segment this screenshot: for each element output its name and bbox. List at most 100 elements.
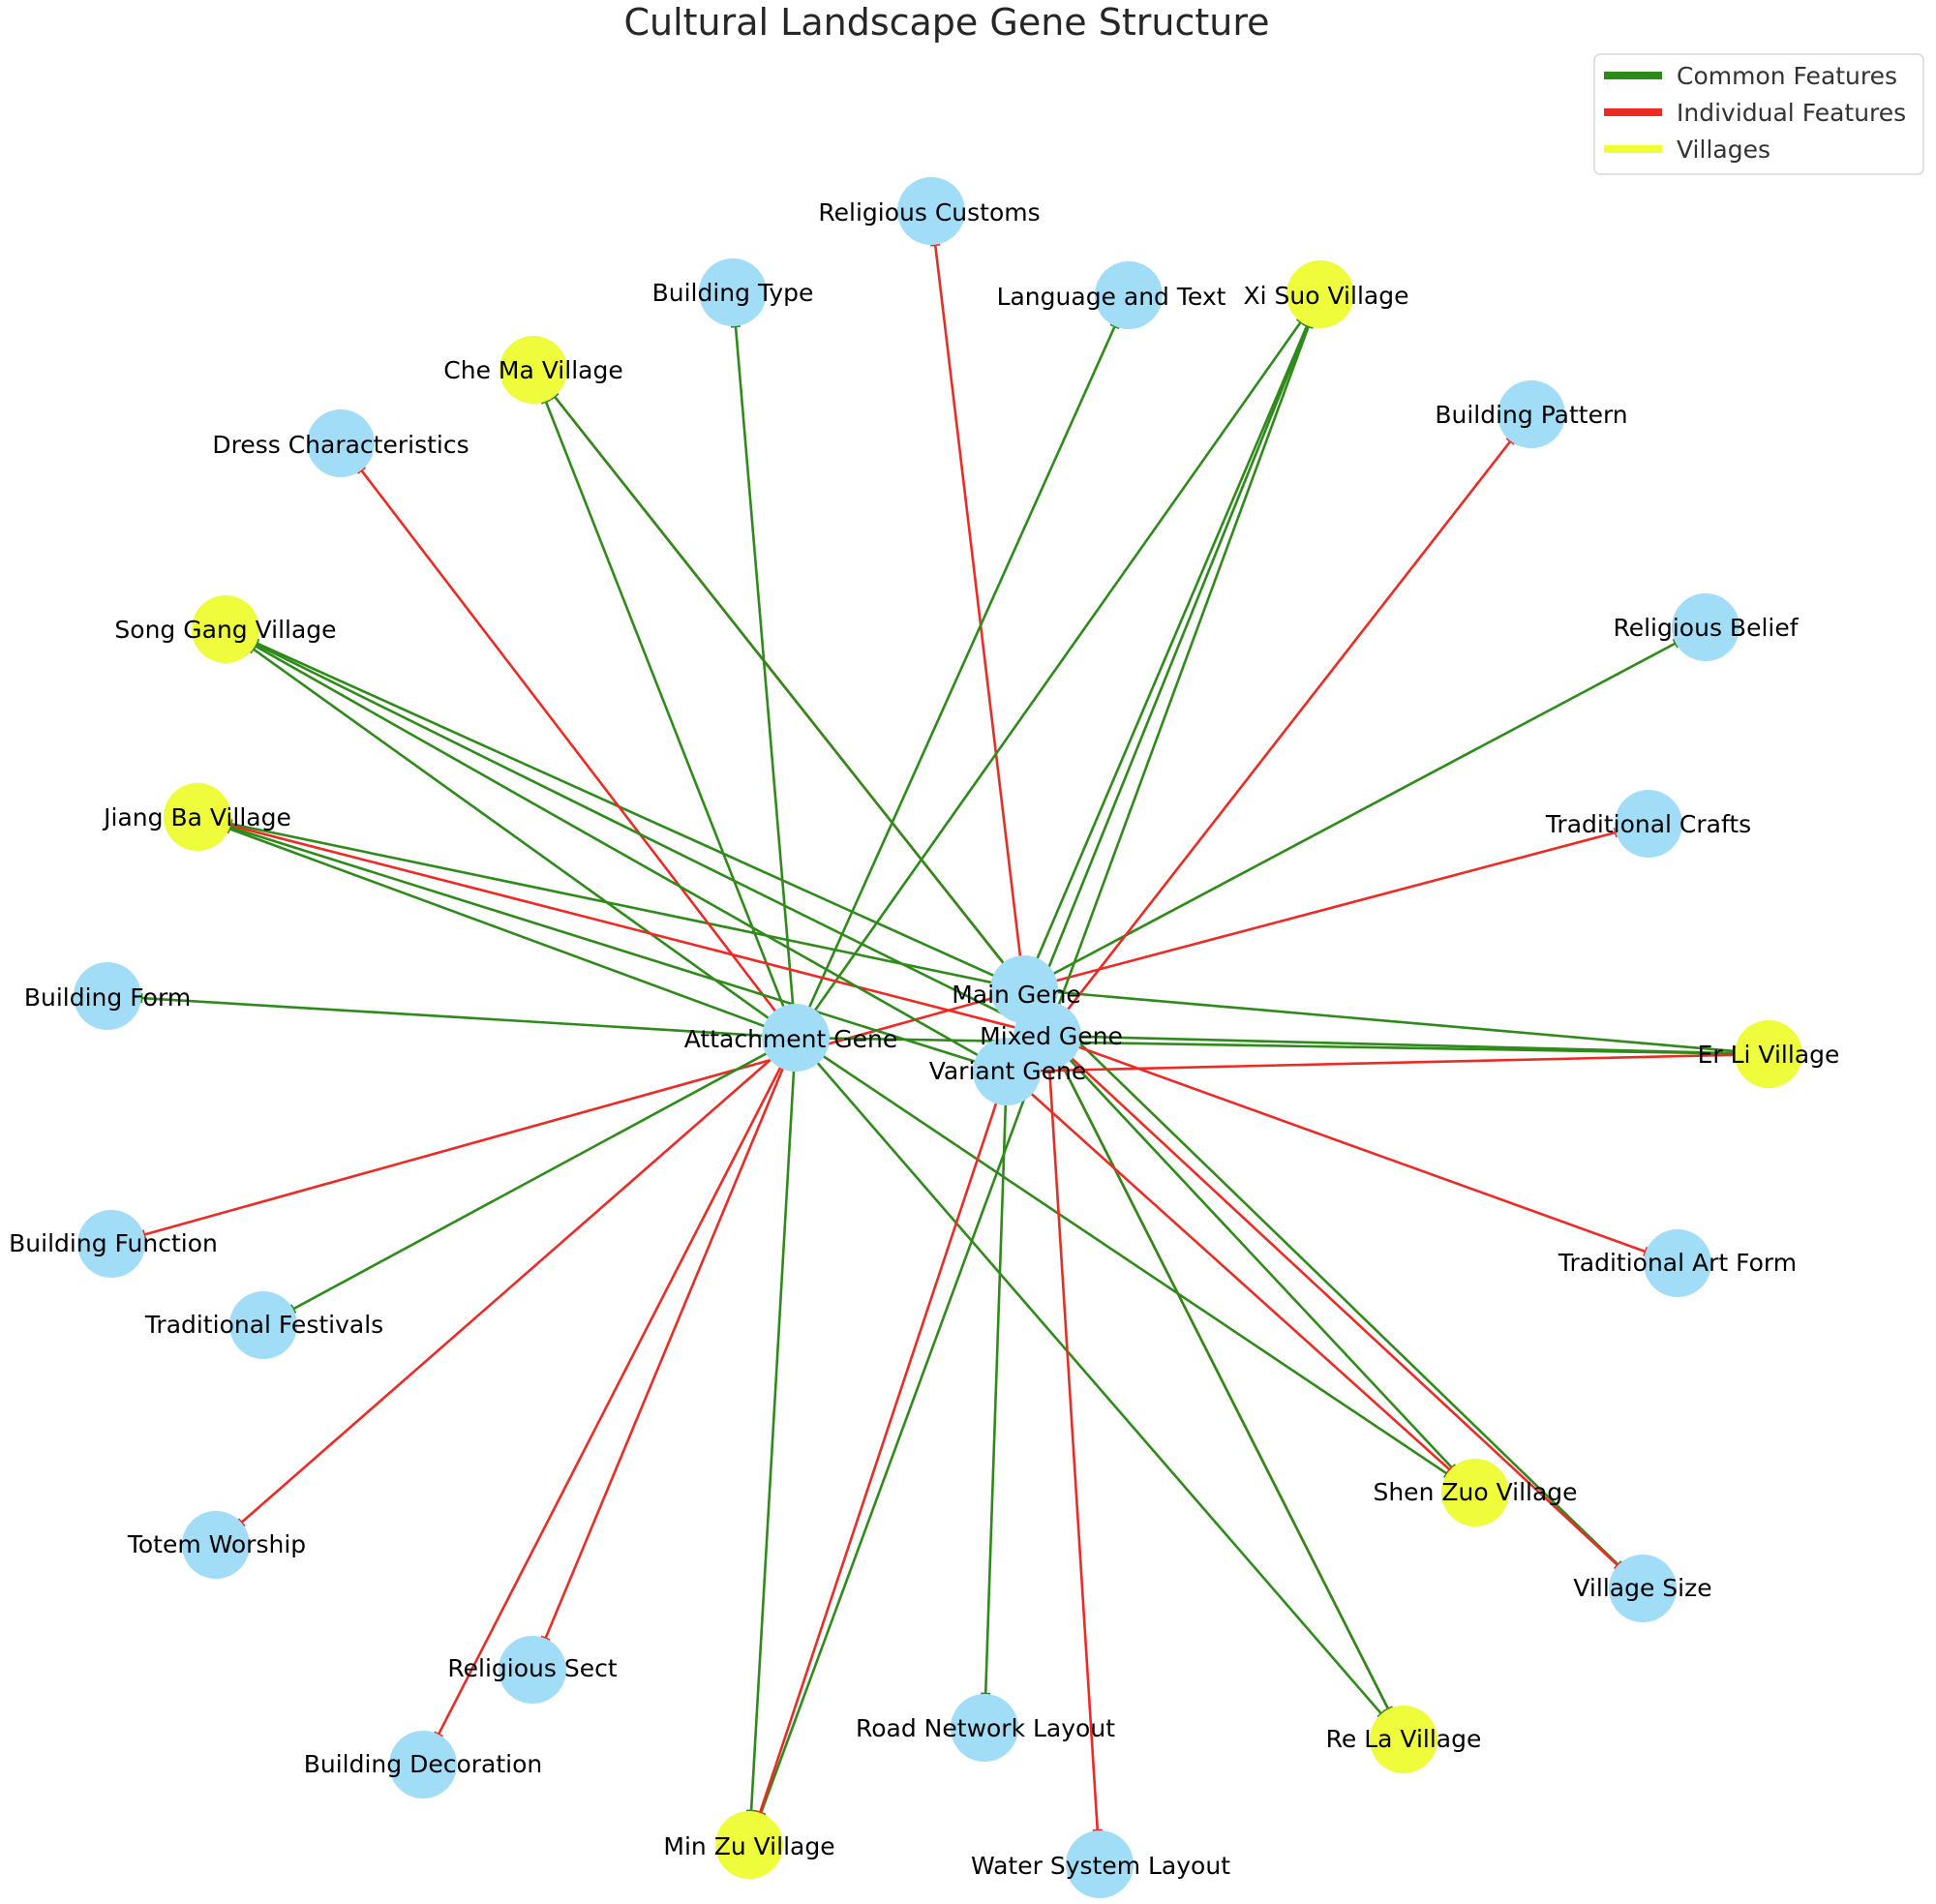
- node-song-gang: [192, 595, 259, 663]
- edge-mixed-to-shen-zuo-common: [1046, 1035, 1476, 1494]
- node-label-xi-suo: Xi Suo Village: [1244, 282, 1409, 310]
- edge-variant-to-shen-zuo-individual: [1006, 1071, 1476, 1494]
- edge-arrowhead: [289, 1304, 297, 1315]
- node-religious-sect: [499, 1636, 566, 1704]
- edge-attachment-to-building-decoration-individual: [421, 1037, 798, 1766]
- node-label-dress: Dress Characteristics: [212, 431, 469, 459]
- edge-mixed-to-min-zu-common: [747, 1035, 1049, 1846]
- node-building-pattern: [1497, 380, 1565, 448]
- legend-label-individual: Individual Features: [1677, 99, 1906, 127]
- edge-attachment-to-er-li-common: [795, 1036, 1770, 1056]
- node-label-re-la: Re La Village: [1326, 1725, 1482, 1753]
- edge-attachment-to-building-type-common: [731, 291, 798, 1039]
- edge-attachment-to-min-zu-common: [747, 1037, 798, 1846]
- edge-mixed-to-er-li-common: [1046, 1034, 1770, 1056]
- node-label-main: Main Gene: [952, 981, 1081, 1009]
- node-label-building-pattern: Building Pattern: [1435, 401, 1627, 429]
- node-label-song-gang: Song Gang Village: [114, 616, 336, 644]
- edge-main-to-religious-customs-individual: [929, 210, 1026, 990]
- edge-main-to-che-ma-common: [531, 369, 1026, 990]
- legend-frame: [1593, 53, 1924, 175]
- node-label-road-network: Road Network Layout: [856, 1714, 1115, 1742]
- edge-attachment-to-building-form-common: [106, 994, 797, 1040]
- node-label-traditional-crafts: Traditional Crafts: [1545, 810, 1751, 838]
- edges-layer: [106, 210, 1770, 1865]
- node-xi-suo: [1286, 260, 1354, 328]
- legend-label-village_legend: Villages: [1677, 136, 1770, 164]
- edge-main-to-building-function-individual: [110, 987, 1025, 1246]
- node-che-ma: [499, 336, 567, 404]
- edge-main-to-jiang-ba-common: [197, 815, 1025, 991]
- edge-main-to-village-size-common: [1023, 988, 1644, 1589]
- node-dress: [307, 409, 375, 477]
- node-label-jiang-ba: Jiang Ba Village: [102, 803, 291, 831]
- edge-mixed-to-village-size-individual: [1046, 1035, 1644, 1589]
- node-totem: [182, 1511, 250, 1579]
- node-variant: [973, 1038, 1041, 1105]
- edge-mixed-to-xi-suo-common: [1045, 293, 1322, 1037]
- edge-variant-to-min-zu-individual: [747, 1071, 1009, 1846]
- node-traditional-art: [1644, 1229, 1711, 1297]
- edge-attachment-to-traditional-festivals-common: [262, 1036, 797, 1327]
- diagram-title: Cultural Landscape Gene Structure: [623, 1, 1269, 44]
- node-religious-belief: [1672, 593, 1739, 661]
- edge-main-to-religious-belief-common: [1023, 625, 1707, 991]
- node-attachment: [762, 1004, 830, 1072]
- edge-mixed-to-building-pattern-individual: [1045, 413, 1533, 1037]
- edge-arrowhead: [1613, 827, 1618, 838]
- edge-arrowhead: [1109, 322, 1120, 330]
- node-label-village-size: Village Size: [1573, 1574, 1711, 1602]
- node-shen-zuo: [1441, 1459, 1509, 1526]
- edge-variant-to-road-network-common: [983, 1071, 1009, 1729]
- edge-main-to-xi-suo-common: [1022, 293, 1322, 990]
- edge-attachment-to-religious-sect-individual: [530, 1037, 798, 1671]
- node-language-text: [1095, 261, 1163, 329]
- node-water-system: [1066, 1830, 1134, 1898]
- node-jiang-ba: [164, 783, 231, 851]
- node-label-che-ma: Che Ma Village: [443, 356, 622, 384]
- node-label-variant: Variant Gene: [929, 1057, 1087, 1085]
- edge-arrowhead: [1505, 437, 1516, 445]
- node-label-religious-sect: Religious Sect: [447, 1654, 617, 1682]
- node-label-min-zu: Min Zu Village: [663, 1832, 834, 1860]
- edge-arrowhead: [930, 242, 941, 247]
- edge-variant-to-song-gang-common: [225, 627, 1008, 1073]
- node-label-traditional-art: Traditional Art Form: [1558, 1249, 1797, 1277]
- node-building-form: [74, 962, 141, 1030]
- edge-variant-to-jiang-ba-common: [197, 815, 1008, 1073]
- edge-attachment-to-xi-suo-common: [794, 293, 1322, 1039]
- node-label-building-type: Building Type: [652, 279, 814, 307]
- edge-main-to-song-gang-common: [225, 627, 1025, 991]
- node-label-building-decoration: Building Decoration: [304, 1750, 543, 1778]
- node-label-attachment: Attachment Gene: [684, 1025, 897, 1053]
- edge-mixed-to-song-gang-common: [225, 627, 1048, 1038]
- legend-label-common: Common Features: [1677, 62, 1897, 90]
- edge-arrowhead: [1445, 1466, 1455, 1475]
- edge-variant-to-er-li-individual: [1006, 1052, 1770, 1073]
- node-building-decoration: [389, 1731, 457, 1798]
- node-religious-customs: [897, 177, 965, 245]
- edge-arrowhead: [1302, 322, 1314, 329]
- edge-mixed-to-re-la-common: [1045, 1035, 1406, 1740]
- node-building-type: [699, 258, 767, 326]
- node-traditional-festivals: [229, 1291, 297, 1359]
- edge-main-to-er-li-common: [1023, 987, 1770, 1056]
- edge-arrowhead: [227, 822, 233, 832]
- node-village-size: [1609, 1555, 1677, 1622]
- edge-mixed-to-jiang-ba-individual: [197, 815, 1048, 1038]
- edge-arrowhead: [1383, 1706, 1394, 1713]
- edge-attachment-to-shen-zuo-common: [795, 1036, 1476, 1495]
- node-label-shen-zuo: Shen Zuo Village: [1373, 1478, 1577, 1506]
- node-label-building-form: Building Form: [24, 983, 191, 1012]
- edge-arrowhead: [141, 1229, 147, 1240]
- edge-variant-to-xi-suo-common: [1005, 293, 1322, 1073]
- node-label-traditional-festivals: Traditional Festivals: [144, 1311, 383, 1339]
- edge-attachment-to-dress-individual: [339, 442, 798, 1039]
- node-label-water-system: Water System Layout: [971, 1852, 1230, 1880]
- edge-main-to-traditional-crafts-individual: [1023, 822, 1649, 991]
- edge-arrowhead: [730, 324, 741, 328]
- node-label-er-li: Er Li Village: [1698, 1041, 1840, 1069]
- edge-attachment-to-jiang-ba-common: [197, 815, 797, 1040]
